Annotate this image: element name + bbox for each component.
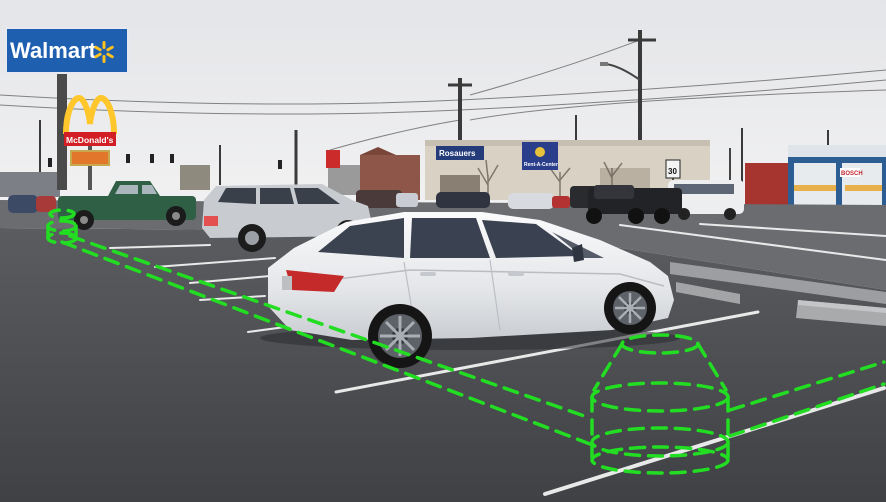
parking-lines xyxy=(109,223,886,496)
bare-trees xyxy=(477,159,623,200)
walmart-spark-icon xyxy=(94,41,114,63)
walmart-sign: Walmart xyxy=(5,27,129,190)
speed-limit-text: 30 xyxy=(668,167,677,176)
rosauers-sign: Rosauers xyxy=(436,146,484,160)
walmart-sign-text: Walmart xyxy=(10,38,97,63)
rent-a-center-sign: Rent-A-Center xyxy=(522,142,558,170)
traffic-lights xyxy=(48,150,340,169)
white-sedan xyxy=(260,212,680,368)
green-overlay-path xyxy=(46,208,886,475)
rent-a-center-sign-text: Rent-A-Center xyxy=(524,162,558,168)
green-pickup-truck xyxy=(58,181,196,230)
rosauers-sign-text: Rosauers xyxy=(439,149,476,158)
bosch-sign: BOSCH xyxy=(840,168,863,177)
mcdonalds-sign-text: McDonald's xyxy=(66,135,114,145)
median-curb xyxy=(670,262,886,304)
background-cars xyxy=(8,180,744,220)
mcdonalds-sign: McDonald's xyxy=(63,94,117,190)
parking-curbs xyxy=(676,282,886,326)
golden-arches-icon xyxy=(63,94,117,135)
black-pickup-truck xyxy=(570,185,682,224)
bosch-sign-text: BOSCH xyxy=(841,171,863,177)
